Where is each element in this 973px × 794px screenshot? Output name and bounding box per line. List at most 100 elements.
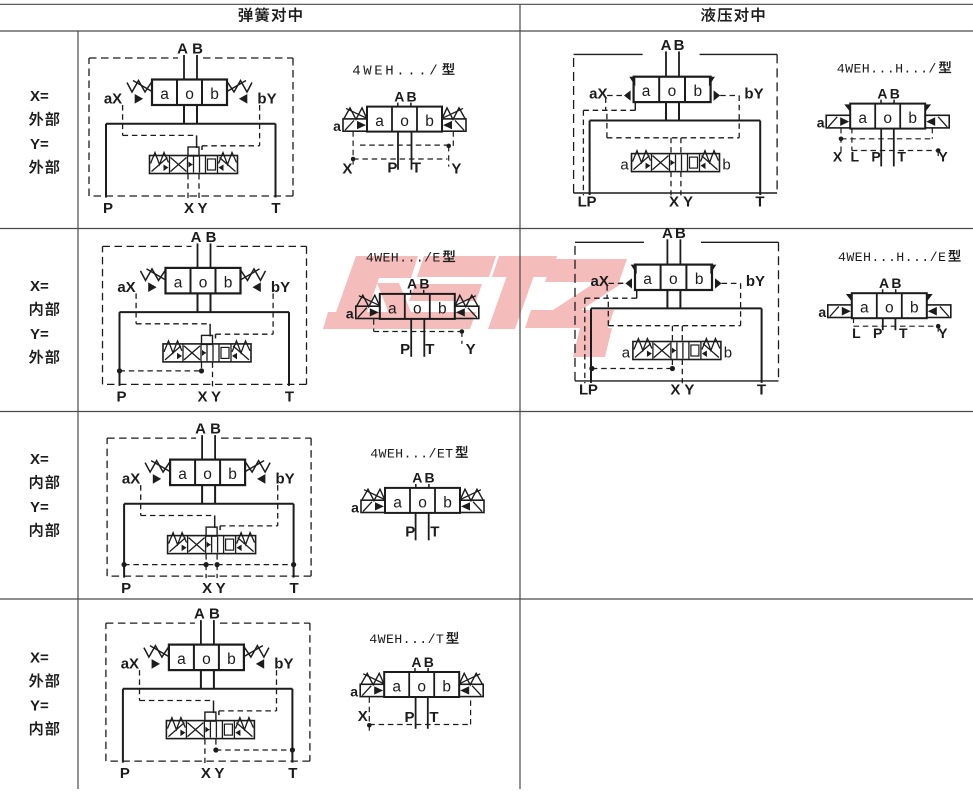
svg-text:L: L — [852, 325, 861, 341]
svg-text:T: T — [412, 160, 421, 177]
svg-text:A: A — [879, 275, 889, 291]
svg-text:o: o — [413, 300, 422, 317]
svg-text:b: b — [224, 274, 233, 291]
svg-text:T: T — [899, 325, 908, 341]
svg-text:aX: aX — [117, 279, 135, 296]
svg-text:Y: Y — [214, 765, 224, 782]
svg-text:T: T — [897, 149, 906, 165]
svg-text:Y: Y — [683, 193, 693, 210]
svg-text:A: A — [394, 88, 404, 104]
svg-text:X=: X= — [30, 278, 49, 295]
svg-text:B: B — [209, 606, 220, 623]
svg-text:b: b — [227, 651, 236, 668]
svg-text:T: T — [430, 523, 439, 540]
svg-text:B: B — [206, 229, 217, 246]
svg-text:Y=: Y= — [30, 136, 49, 153]
svg-text:a: a — [177, 651, 186, 668]
svg-text:A: A — [661, 37, 672, 54]
svg-text:o: o — [668, 83, 677, 100]
svg-text:b: b — [722, 157, 730, 174]
svg-text:B: B — [210, 421, 221, 438]
svg-text:o: o — [885, 300, 894, 317]
svg-text:a: a — [622, 345, 631, 362]
svg-text:aX: aX — [122, 471, 140, 488]
svg-text:a: a — [375, 113, 384, 130]
svg-text:b: b — [438, 300, 447, 317]
svg-text:X: X — [342, 161, 352, 178]
svg-text:o: o — [202, 651, 211, 668]
svg-text:b: b — [443, 494, 452, 511]
svg-text:T: T — [288, 765, 297, 782]
svg-text:A: A — [191, 229, 202, 246]
svg-text:b: b — [425, 113, 434, 130]
svg-text:a: a — [160, 86, 169, 103]
svg-text:o: o — [418, 494, 427, 511]
svg-text:bY: bY — [746, 273, 765, 290]
svg-text:T: T — [757, 381, 766, 398]
svg-text:a: a — [174, 274, 183, 291]
svg-text:A: A — [195, 421, 206, 438]
svg-text:A: A — [662, 225, 673, 242]
svg-text:Y: Y — [938, 325, 948, 341]
svg-text:o: o — [417, 679, 426, 696]
svg-text:b: b — [210, 86, 219, 103]
svg-text:b: b — [228, 466, 237, 483]
svg-text:Y=: Y= — [30, 326, 49, 343]
svg-text:a: a — [643, 271, 652, 288]
svg-text:a: a — [350, 684, 358, 700]
svg-text:a: a — [388, 300, 397, 317]
svg-text:X=: X= — [30, 451, 49, 468]
svg-text:A: A — [407, 276, 417, 292]
svg-text:bY: bY — [744, 85, 763, 102]
svg-text:a: a — [818, 304, 826, 320]
svg-text:A: A — [877, 85, 887, 101]
svg-text:L: L — [579, 381, 588, 398]
svg-text:P: P — [120, 765, 130, 782]
svg-text:aX: aX — [104, 91, 122, 108]
svg-text:B: B — [890, 85, 900, 101]
svg-text:P: P — [404, 709, 414, 726]
svg-text:P: P — [103, 200, 113, 217]
svg-text:L: L — [578, 193, 587, 210]
svg-text:o: o — [199, 274, 208, 291]
svg-text:Y: Y — [211, 388, 221, 405]
svg-text:bY: bY — [276, 471, 295, 488]
svg-text:Y=: Y= — [30, 698, 49, 715]
svg-text:T: T — [755, 193, 764, 210]
svg-text:B: B — [425, 470, 435, 486]
svg-text:aX: aX — [589, 85, 607, 102]
svg-text:P: P — [586, 193, 596, 210]
svg-text:X=: X= — [30, 88, 49, 105]
svg-text:a: a — [817, 115, 825, 131]
svg-text:o: o — [400, 113, 409, 130]
svg-text:X: X — [670, 381, 680, 398]
svg-text:4WEH...H.../: 4WEH...H.../ — [837, 62, 937, 77]
svg-text:P: P — [405, 523, 415, 540]
svg-text:X: X — [358, 708, 368, 725]
svg-text:b: b — [724, 345, 732, 362]
svg-text:a: a — [392, 679, 401, 696]
svg-text:b: b — [693, 83, 702, 100]
svg-text:Y: Y — [197, 200, 207, 217]
svg-text:B: B — [192, 41, 203, 58]
svg-text:X: X — [197, 388, 207, 405]
svg-text:Y: Y — [466, 341, 476, 358]
svg-text:P: P — [387, 160, 397, 177]
svg-text:b: b — [910, 300, 919, 317]
svg-text:a: a — [642, 83, 651, 100]
svg-text:o: o — [185, 86, 194, 103]
svg-text:a: a — [620, 157, 629, 174]
svg-text:4WEH.../: 4WEH.../ — [352, 63, 440, 79]
svg-text:a: a — [858, 110, 867, 127]
svg-text:a: a — [351, 499, 359, 515]
svg-text:P: P — [588, 381, 598, 398]
svg-text:b: b — [442, 679, 451, 696]
svg-text:a: a — [346, 305, 354, 321]
svg-text:T: T — [271, 200, 280, 217]
svg-text:X: X — [201, 765, 211, 782]
svg-text:aX: aX — [591, 273, 609, 290]
svg-text:X: X — [833, 149, 843, 165]
svg-text:4WEH.../ET: 4WEH.../ET — [370, 446, 453, 461]
svg-text:A: A — [177, 41, 188, 58]
svg-text:B: B — [407, 88, 417, 104]
